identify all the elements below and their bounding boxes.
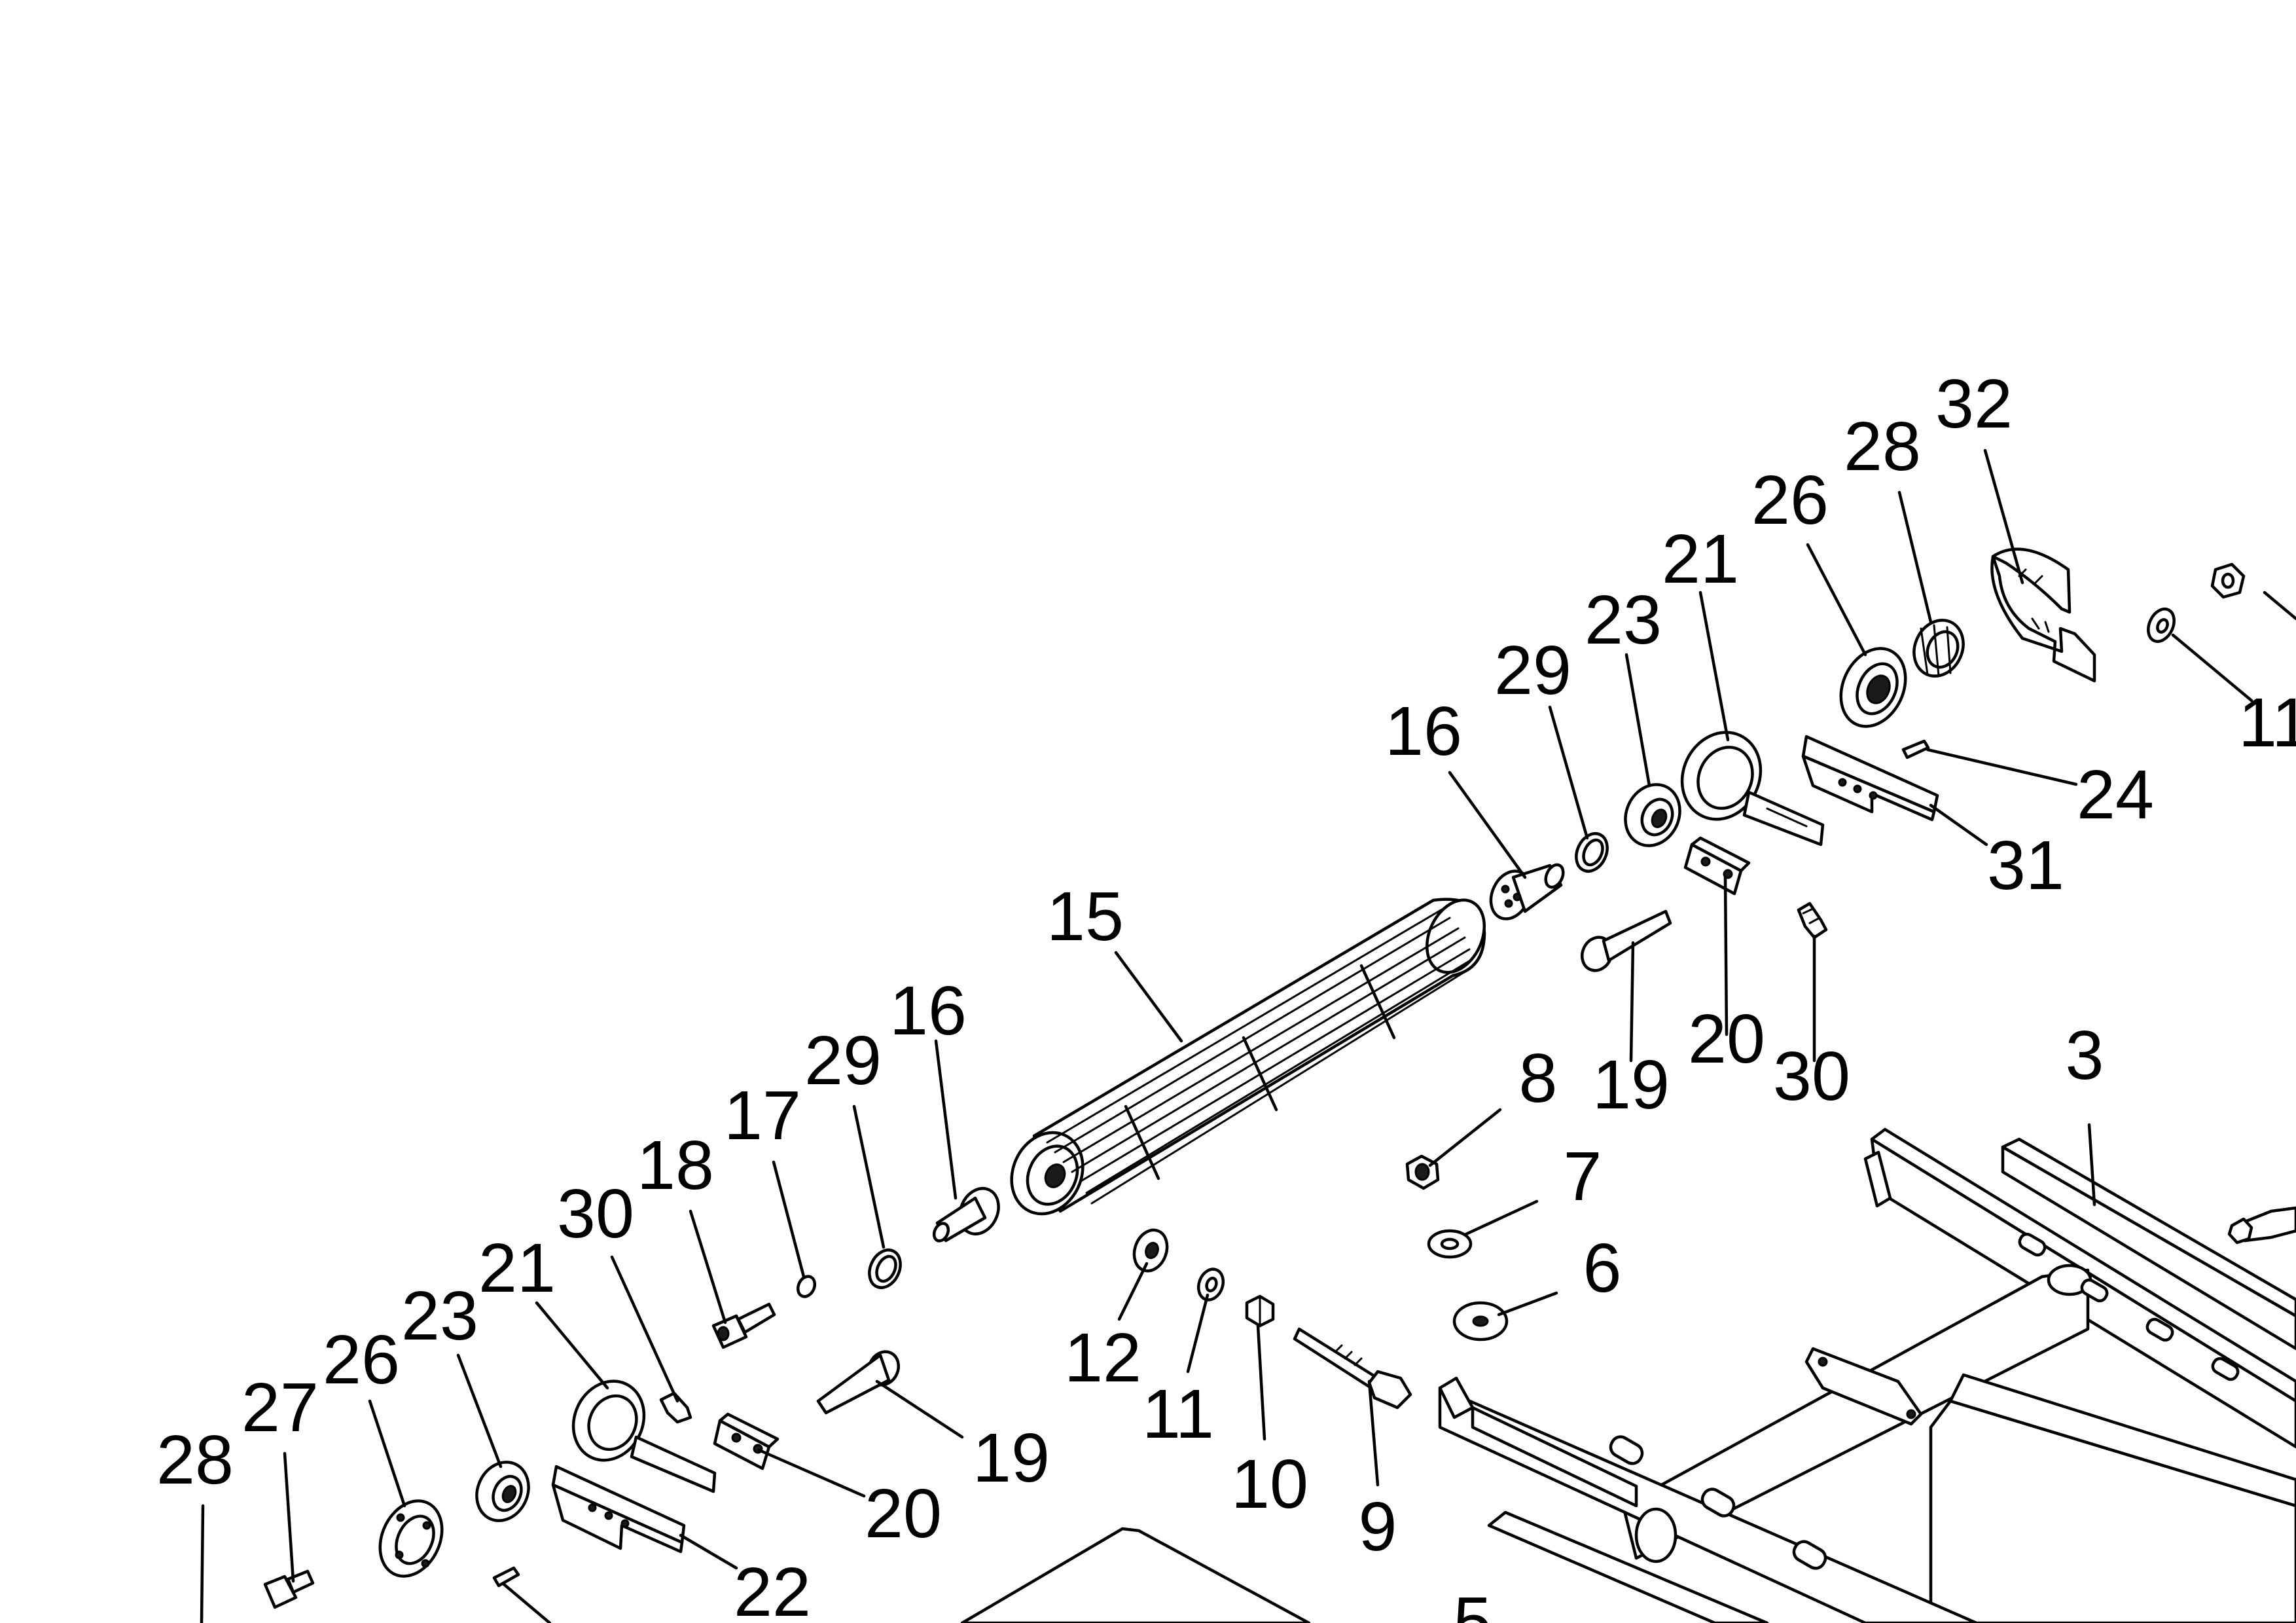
part-small-washer xyxy=(796,1275,817,1298)
callout-30-lower: 30 xyxy=(557,1175,634,1252)
part-washer-upper xyxy=(2147,607,2176,644)
callout-10: 10 xyxy=(1231,1446,1308,1523)
callout-12: 12 xyxy=(1064,1319,1141,1396)
callout-3: 3 xyxy=(2066,1017,2104,1094)
part-flange-ring-lower xyxy=(378,1499,444,1578)
callout-11: 11 xyxy=(2238,684,2296,761)
callout-27: 27 xyxy=(242,1369,319,1446)
part-long-bolt xyxy=(1293,1327,1412,1410)
callout-26-lower: 26 xyxy=(323,1321,400,1398)
part-washer-12 xyxy=(1132,1228,1169,1273)
callout-16-lower: 16 xyxy=(889,972,967,1049)
part-bearing-upper xyxy=(1624,783,1681,847)
part-drum-roller xyxy=(1010,898,1486,1216)
part-flange-ring-upper xyxy=(1839,647,1907,728)
part-bearing-nut-upper xyxy=(1912,619,1965,678)
part-end-cap-lower xyxy=(932,1187,1000,1243)
callout-29: 29 xyxy=(1494,632,1571,709)
part-pin-lower xyxy=(816,1350,901,1415)
callout-24: 24 xyxy=(2077,756,2154,833)
part-washer-6 xyxy=(1452,1301,1509,1341)
part-shim-block-lower xyxy=(713,1412,780,1470)
callout-7: 7 xyxy=(1564,1138,1602,1215)
part-shim-block-upper xyxy=(1683,836,1751,896)
callout-5: 5 xyxy=(1454,1583,1492,1623)
callout-31: 31 xyxy=(1987,827,2064,904)
part-bolt-lower xyxy=(263,1569,315,1609)
callout-23-lower: 23 xyxy=(401,1277,478,1355)
callout-9: 9 xyxy=(1359,1488,1397,1565)
part-clamp-arm-lower xyxy=(571,1379,717,1493)
part-bearing-lower xyxy=(475,1461,530,1522)
callout-29-lower: 29 xyxy=(804,1022,882,1099)
callout-labels: 32 28 26 21 23 29 16 11 24 31 15 20 30 1… xyxy=(156,365,2296,1623)
callout-8: 8 xyxy=(1519,1040,1558,1117)
part-nut-upper-right xyxy=(2210,562,2246,599)
part-angle-plate-lower xyxy=(551,1465,686,1554)
callout-30: 30 xyxy=(1773,1038,1850,1115)
callout-11-lower: 11 xyxy=(1142,1376,1214,1453)
callout-28: 28 xyxy=(1844,408,1921,485)
callout-19: 19 xyxy=(1592,1046,1670,1123)
callout-16: 16 xyxy=(1385,693,1462,770)
leader-lines xyxy=(200,448,2296,1623)
part-base-plate xyxy=(960,1527,1311,1623)
part-pin-upper xyxy=(1580,909,1672,972)
part-angle-plate-upper xyxy=(1801,735,1939,822)
part-key-pin-lower xyxy=(492,1566,520,1588)
part-o-ring-lower xyxy=(868,1249,902,1289)
callout-26: 26 xyxy=(1751,462,1829,539)
callout-23: 23 xyxy=(1585,581,1662,659)
callout-6: 6 xyxy=(1583,1230,1622,1307)
part-o-ring-upper xyxy=(1575,832,1609,873)
callout-17: 17 xyxy=(724,1077,801,1154)
part-frame-assembly xyxy=(1438,1127,2296,1623)
part-bracket-plate xyxy=(1990,547,2096,683)
callout-19-lower: 19 xyxy=(973,1419,1050,1497)
callout-32: 32 xyxy=(1935,365,2013,443)
part-end-cap-upper xyxy=(1489,863,1565,921)
callout-18: 18 xyxy=(637,1127,714,1204)
callout-15: 15 xyxy=(1047,878,1124,955)
callout-20: 20 xyxy=(1688,1000,1765,1078)
part-hex-nut xyxy=(1245,1294,1275,1328)
callout-22: 22 xyxy=(734,1554,811,1623)
callout-28-lower: 28 xyxy=(156,1421,234,1499)
part-key-pin xyxy=(1901,739,1930,759)
part-clamp-arm-upper xyxy=(1680,731,1825,847)
callout-21-lower: 21 xyxy=(478,1230,556,1307)
part-cap-screw xyxy=(711,1302,776,1349)
callout-20-lower: 20 xyxy=(865,1475,942,1552)
part-nut xyxy=(1405,1154,1440,1190)
callout-21: 21 xyxy=(1662,520,1739,598)
part-grease-fitting-upper xyxy=(1797,902,1828,939)
part-washer-11-lower xyxy=(1196,1267,1225,1302)
part-washer-7 xyxy=(1427,1229,1473,1259)
